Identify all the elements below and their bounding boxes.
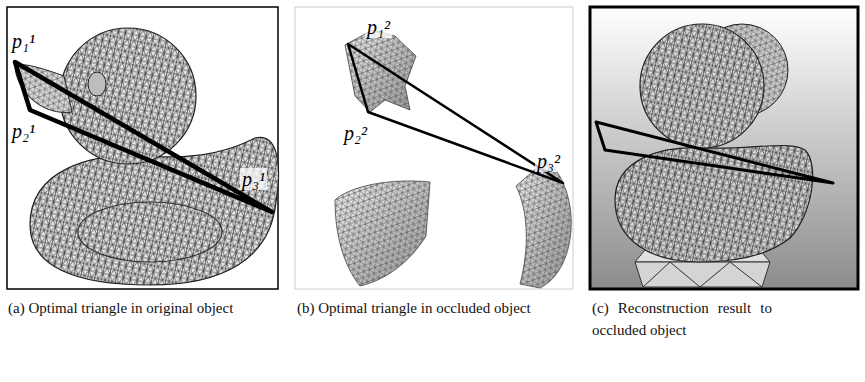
- panel-a: [7, 7, 278, 289]
- duck-mesh: [30, 137, 278, 285]
- caption: (c) Reconstruction result to occluded ob…: [592, 298, 772, 342]
- panel-c: [590, 7, 858, 289]
- point-label: p₂¹: [10, 120, 37, 142]
- optimal-triangle: [596, 122, 833, 183]
- point-label: p₂²: [342, 122, 369, 144]
- panel-frame: [590, 7, 858, 289]
- duck-body: [30, 137, 278, 285]
- mesh-fragment: [335, 181, 430, 286]
- caption: (b) Optimal triangle in occluded object: [297, 298, 555, 320]
- duck-wing: [78, 202, 222, 262]
- panel-frame: [7, 7, 278, 289]
- point-label: p₃¹: [240, 168, 267, 190]
- duck-mesh: [640, 24, 764, 148]
- duck-eye: [88, 72, 106, 96]
- mesh-fragment: [516, 160, 571, 288]
- stand: [643, 262, 762, 287]
- panel-frame: [295, 7, 573, 289]
- mesh-fragment: [335, 181, 430, 286]
- duck-mesh: [60, 28, 196, 164]
- point-label: p₃²: [535, 150, 562, 172]
- duck-head: [640, 24, 764, 148]
- panel-b: [295, 7, 573, 289]
- caption: (a) Optimal triangle in original object: [8, 298, 266, 320]
- mesh-fragment: [516, 160, 571, 288]
- optimal-triangle: [348, 44, 563, 183]
- duck-mesh: [615, 145, 813, 262]
- point-label: p₁¹: [10, 30, 37, 52]
- point-label: p₁²: [365, 16, 392, 38]
- duck-head: [60, 28, 196, 164]
- duck-body: [615, 145, 813, 262]
- optimal-triangle: [15, 62, 272, 212]
- stand: [635, 262, 770, 287]
